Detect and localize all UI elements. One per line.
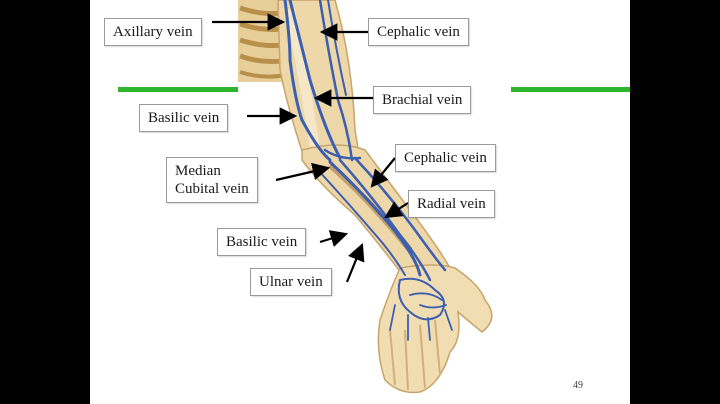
label-text-line1: Median [175,163,221,179]
green-divider-right [511,87,630,92]
arm-vein-illustration [238,0,493,394]
label-basilic-vein-lower: Basilic vein [217,228,307,256]
slide: Axillary vein Cephalic vein Brachial vei… [90,0,630,404]
arrow-basilic-lower [319,230,349,247]
label-text-line2: Cubital vein [175,181,249,197]
green-divider-left [118,87,238,92]
label-text: Radial vein [417,196,486,212]
veins [283,0,453,341]
label-ulnar-vein: Ulnar vein [250,268,332,296]
label-text: Cephalic vein [404,150,487,166]
label-basilic-vein-upper: Basilic vein [139,104,229,132]
label-text: Axillary vein [113,24,193,40]
label-median-cubital-vein: Median Cubital vein [166,157,258,203]
label-brachial-vein: Brachial vein [373,86,472,114]
label-axillary-vein: Axillary vein [104,18,202,46]
label-cephalic-vein-upper: Cephalic vein [368,18,469,46]
label-text: Brachial vein [382,92,463,108]
label-text: Basilic vein [226,234,298,250]
arrow-ulnar [345,242,365,283]
arrow-median-cubital [275,162,331,182]
arrow-cephalic-lower [370,157,396,188]
leader-arrows [212,13,409,283]
label-text: Ulnar vein [259,274,323,290]
label-radial-vein: Radial vein [408,190,495,218]
page-number: 49 [573,380,583,391]
label-text: Basilic vein [148,110,220,126]
label-cephalic-vein-lower: Cephalic vein [395,144,496,172]
arrow-radial [384,201,409,219]
label-text: Cephalic vein [377,24,460,40]
